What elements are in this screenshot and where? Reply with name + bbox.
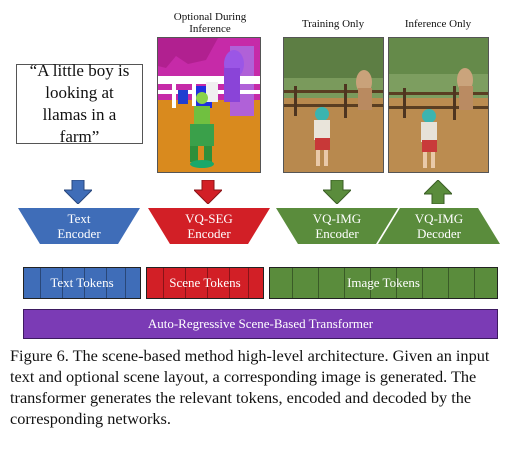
segmentation-map-graphic xyxy=(158,38,260,172)
down-arrow-text-icon xyxy=(64,180,92,204)
down-arrow-img-icon xyxy=(323,180,351,204)
header-optional-during-inference: Optional During Inference xyxy=(173,11,247,35)
header-training-only: Training Only xyxy=(301,18,365,30)
figure-caption: Figure 6. The scene-based method high-le… xyxy=(10,346,490,428)
scene-segmentation-image xyxy=(157,37,261,173)
input-text-box: “A little boy is looking at llamas in a … xyxy=(16,61,143,146)
vq-img-encoder-line1: VQ-IMG xyxy=(312,211,362,226)
transformer-label: Auto-Regressive Scene-Based Transformer xyxy=(147,316,374,331)
training-photo-graphic xyxy=(284,38,383,172)
header-inference-only: Inference Only xyxy=(404,18,472,30)
image-tokens-label: Image Tokens xyxy=(347,275,420,290)
vq-img-encoder: VQ-IMG Encoder xyxy=(276,208,398,244)
image-tokens-bar: Image Tokens xyxy=(269,267,498,299)
inference-photo-graphic xyxy=(389,38,488,172)
vq-img-decoder-line1: VQ-IMG xyxy=(414,211,464,226)
text-tokens-bar: Text Tokens xyxy=(23,267,141,299)
vq-seg-encoder-line2: Encoder xyxy=(187,226,231,241)
vq-seg-encoder-line1: VQ-SEG xyxy=(185,211,233,226)
text-tokens-label: Text Tokens xyxy=(50,275,114,290)
scene-tokens-label: Scene Tokens xyxy=(169,275,241,290)
vq-seg-encoder: VQ-SEG Encoder xyxy=(148,208,270,244)
vq-img-decoder-line2: Decoder xyxy=(416,226,462,241)
text-encoder-line1: Text xyxy=(67,211,91,226)
scene-tokens-bar: Scene Tokens xyxy=(146,267,264,299)
down-arrow-seg-icon xyxy=(194,180,222,204)
transformer-bar: Auto-Regressive Scene-Based Transformer xyxy=(23,309,498,339)
vq-img-decoder: VQ-IMG Decoder xyxy=(378,208,500,244)
inference-photo xyxy=(388,37,489,173)
text-encoder-line2: Encoder xyxy=(57,226,101,241)
training-photo xyxy=(283,37,384,173)
up-arrow-img-icon xyxy=(424,180,452,204)
vq-img-encoder-line2: Encoder xyxy=(315,226,359,241)
text-encoder: Text Encoder xyxy=(18,208,140,244)
